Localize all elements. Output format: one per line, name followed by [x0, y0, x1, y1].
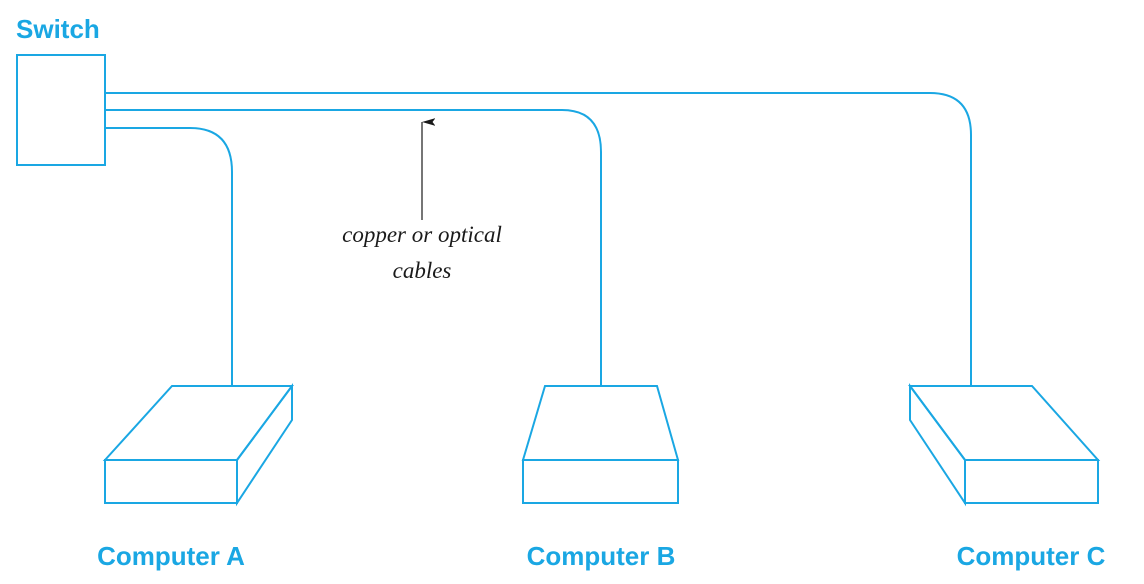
cable-to-computer-b	[105, 109, 602, 386]
annotation-line-2: cables	[393, 258, 452, 283]
switch: Switch	[16, 14, 106, 166]
computer-b-label: Computer B	[527, 541, 676, 571]
cable-to-computer-a	[105, 127, 233, 386]
cables	[105, 92, 972, 386]
computer-a: Computer A	[97, 382, 294, 571]
computer-c: Computer C	[908, 382, 1106, 571]
computer-b: Computer B	[521, 385, 680, 571]
cable-to-computer-c	[105, 92, 972, 386]
computer-b-top	[521, 385, 680, 461]
computer-a-side	[236, 382, 293, 507]
computer-b-front	[522, 459, 679, 504]
computer-a-front	[104, 459, 238, 504]
computer-c-side	[909, 382, 966, 507]
switch-box	[16, 54, 106, 166]
computer-a-label: Computer A	[97, 541, 245, 571]
switch-label: Switch	[16, 14, 100, 44]
cable-annotation: copper or optical cables	[342, 122, 502, 283]
computer-c-front	[964, 459, 1099, 504]
computer-c-label: Computer C	[957, 541, 1106, 571]
annotation-line-1: copper or optical	[342, 222, 502, 247]
